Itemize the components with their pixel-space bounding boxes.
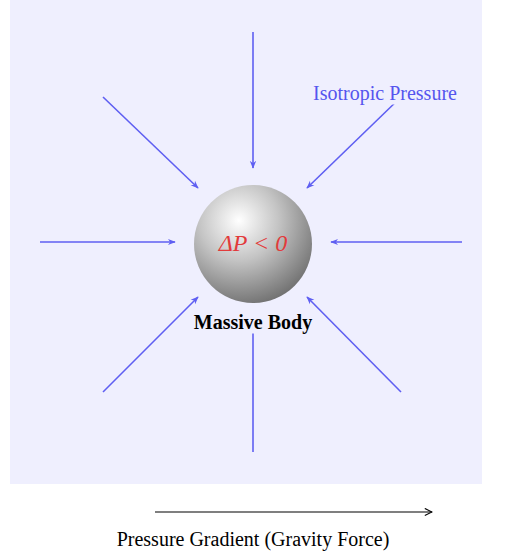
gradient-arrow [155, 511, 432, 512]
pressure-label: Isotropic Pressure [310, 82, 460, 105]
massive-body: ΔP < 0Massive Body [193, 184, 313, 304]
body-label: Massive Body [191, 311, 315, 334]
pressure-arrows [40, 32, 462, 452]
background-panel [10, 0, 482, 484]
pressure-change: ΔP < 0 [219, 230, 288, 257]
gradient-caption: Pressure Gradient (Gravity Force) [117, 528, 390, 551]
